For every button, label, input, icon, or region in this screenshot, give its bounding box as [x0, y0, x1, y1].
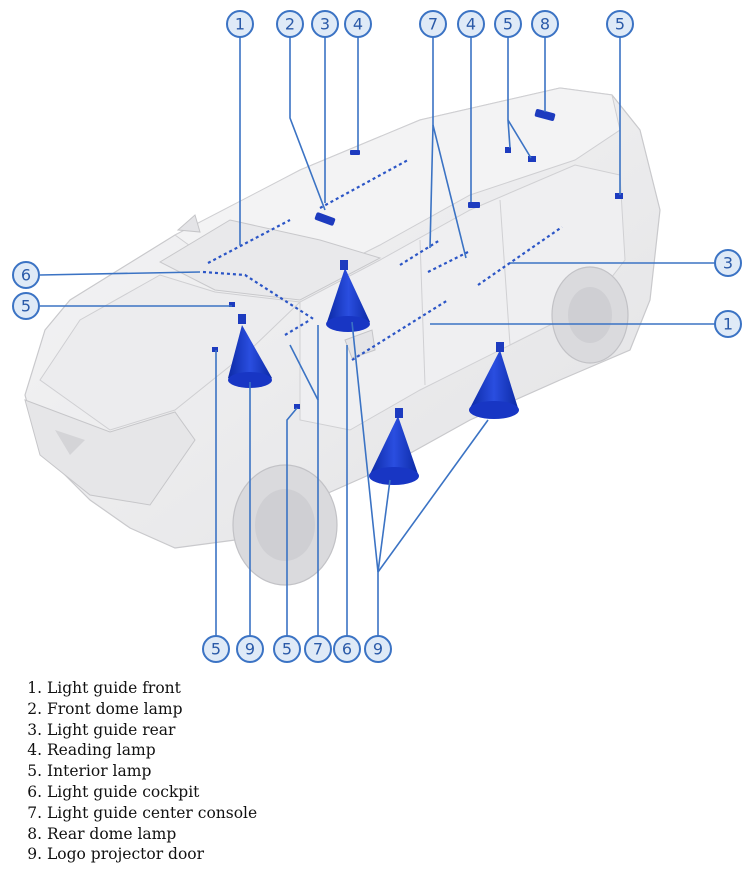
svg-text:7: 7 — [313, 640, 323, 659]
reading-lamp-marker-front — [350, 150, 360, 155]
projector-cone-front-left — [228, 314, 272, 388]
reading-lamp-marker-rear — [468, 202, 480, 208]
callout-1-top: 1 — [226, 10, 254, 38]
callout-6-bottom: 6 — [333, 635, 361, 663]
legend-label: Light guide cockpit — [47, 782, 200, 801]
legend-item: 4.Reading lamp — [27, 741, 156, 760]
light-guide-rear-left — [319, 159, 409, 209]
light-guide-center-console-b — [427, 251, 469, 273]
legend-label: Interior lamp — [47, 762, 152, 781]
interior-lamp-marker-3 — [615, 193, 623, 199]
interior-lamp-marker-2 — [528, 156, 536, 162]
callouts-left: 6 5 — [12, 261, 40, 320]
svg-text:2: 2 — [285, 15, 295, 34]
callout-7-bottom: 7 — [304, 635, 332, 663]
interior-lamp-marker-1 — [505, 147, 511, 153]
light-guide-front-right — [351, 299, 449, 361]
legend-item: 8.Rear dome lamp — [27, 824, 177, 843]
svg-text:4: 4 — [466, 15, 476, 34]
svg-text:4: 4 — [353, 15, 363, 34]
projector-cone-cabin — [326, 260, 370, 332]
light-guide-cockpit — [202, 270, 316, 321]
svg-text:7: 7 — [428, 15, 438, 34]
svg-text:1: 1 — [723, 315, 733, 334]
svg-text:1: 1 — [235, 15, 245, 34]
callout-5-bottom-b: 5 — [273, 635, 301, 663]
legend-label: Light guide center console — [47, 803, 258, 822]
leader-lines — [39, 37, 728, 636]
svg-text:9: 9 — [245, 640, 255, 659]
svg-text:5: 5 — [503, 15, 513, 34]
svg-text:3: 3 — [723, 254, 733, 273]
legend-item: 7.Light guide center console — [27, 803, 258, 822]
light-guide-center-console-c — [284, 319, 311, 336]
legend-label: Light guide front — [47, 679, 181, 697]
callout-5-left: 5 — [12, 292, 40, 320]
legend-label: Logo projector door — [47, 845, 205, 864]
light-guides — [202, 159, 563, 361]
callouts-top: 1 2 3 4 7 4 5 8 5 — [226, 10, 634, 38]
interior-lamp-marker-4 — [229, 302, 235, 307]
callout-1-right: 1 — [714, 310, 742, 338]
svg-text:5: 5 — [211, 640, 221, 659]
car-illustration — [24, 87, 661, 586]
light-guide-rear-right — [477, 226, 563, 286]
callout-3-top: 3 — [311, 10, 339, 38]
light-guide-center-console-a — [399, 239, 441, 266]
interior-lamp-marker-5 — [212, 347, 218, 352]
svg-text:5: 5 — [282, 640, 292, 659]
rear-dome-lamp-marker — [534, 108, 556, 122]
callouts-right: 3 1 — [714, 249, 742, 338]
lamp-markers — [212, 108, 623, 409]
callouts-bottom: 5 9 5 7 6 9 — [202, 635, 392, 663]
callout-2-top: 2 — [276, 10, 304, 38]
callout-5-top-b: 5 — [606, 10, 634, 38]
svg-text:5: 5 — [615, 15, 625, 34]
svg-text:9: 9 — [373, 640, 383, 659]
callout-5-top-a: 5 — [494, 10, 522, 38]
front-dome-lamp-marker — [314, 212, 336, 226]
callout-9-bottom-b: 9 — [364, 635, 392, 663]
svg-text:3: 3 — [320, 15, 330, 34]
callout-7-top: 7 — [419, 10, 447, 38]
legend-item: 2.Front dome lamp — [27, 699, 183, 718]
legend-label: Reading lamp — [47, 741, 156, 760]
callout-5-bottom-a: 5 — [202, 635, 230, 663]
car-interior-lighting-diagram: 1 2 3 4 7 4 5 8 5 3 1 6 5 5 9 5 7 6 9 — [12, 10, 742, 663]
legend-item: 3.Light guide rear — [27, 720, 176, 739]
callout-6-left: 6 — [12, 261, 40, 289]
projector-cone-front-right — [369, 408, 419, 485]
svg-text:5: 5 — [21, 297, 31, 316]
legend-label: Rear dome lamp — [47, 824, 177, 843]
svg-text:6: 6 — [342, 640, 352, 659]
legend-label: Light guide rear — [47, 720, 176, 739]
legend-item: 9.Logo projector door — [27, 845, 205, 864]
callout-9-bottom-a: 9 — [236, 635, 264, 663]
svg-text:6: 6 — [21, 266, 31, 285]
callout-8-top: 8 — [531, 10, 559, 38]
interior-lamp-marker-6 — [294, 404, 300, 409]
callout-4-top-b: 4 — [457, 10, 485, 38]
legend-label: Front dome lamp — [47, 699, 183, 718]
callout-4-top-a: 4 — [344, 10, 372, 38]
legend-item: 1.Light guide front — [27, 679, 181, 697]
projector-cone-rear-right — [469, 342, 519, 419]
legend-item: 6.Light guide cockpit — [27, 782, 200, 801]
logo-projector-cones — [228, 260, 519, 485]
callout-3-right: 3 — [714, 249, 742, 277]
legend-item: 5.Interior lamp — [27, 762, 152, 781]
legend-list: 1.Light guide front 2.Front dome lamp 3.… — [18, 678, 257, 865]
svg-text:8: 8 — [540, 15, 550, 34]
